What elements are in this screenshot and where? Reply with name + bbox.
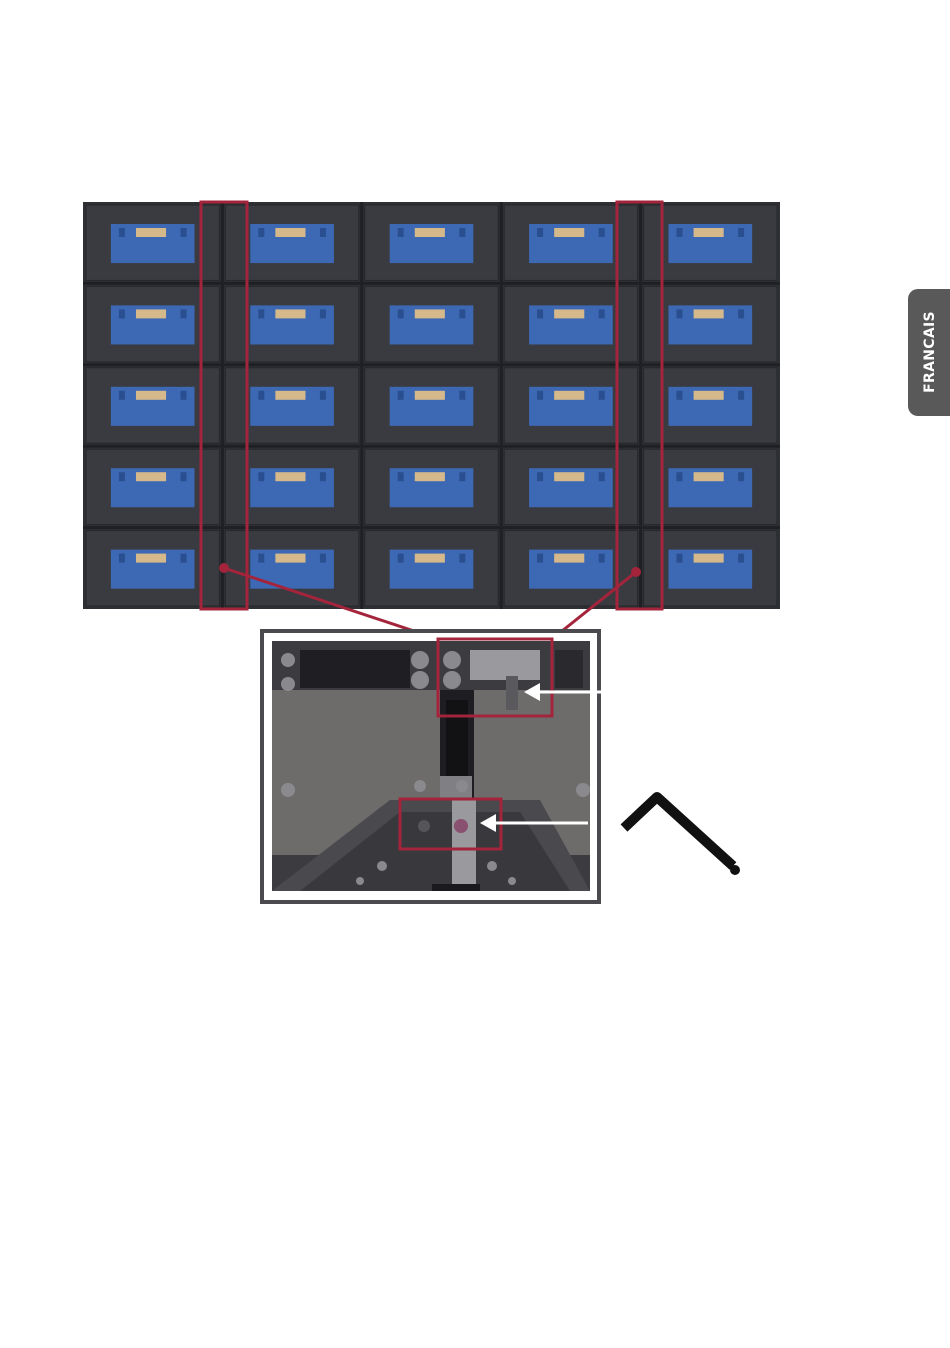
module-connector: [694, 472, 724, 481]
module-latch: [738, 391, 744, 400]
module-latch: [181, 309, 187, 318]
module-connector: [136, 309, 166, 318]
module-connector: [415, 228, 445, 237]
module-connector: [136, 472, 166, 481]
module-connector: [694, 554, 724, 563]
module-connector: [694, 228, 724, 237]
module-connector: [415, 554, 445, 563]
module-latch: [119, 309, 125, 318]
module-latch: [738, 554, 744, 563]
module-latch: [676, 228, 682, 237]
module-latch: [676, 554, 682, 563]
module-latch: [119, 554, 125, 563]
module-latch: [459, 309, 465, 318]
module-latch: [537, 228, 543, 237]
module-connector: [554, 472, 584, 481]
module-latch: [258, 228, 264, 237]
module-latch: [537, 309, 543, 318]
module-latch: [738, 472, 744, 481]
module-latch: [459, 472, 465, 481]
module-connector: [136, 554, 166, 563]
hex-key-icon: [624, 797, 740, 875]
module-connector: [554, 391, 584, 400]
module-latch: [258, 472, 264, 481]
module-connector: [275, 472, 305, 481]
module-latch: [119, 391, 125, 400]
module-latch: [181, 391, 187, 400]
module-latch: [320, 391, 326, 400]
module-latch: [459, 391, 465, 400]
module-latch: [181, 554, 187, 563]
module-latch: [258, 391, 264, 400]
module-latch: [320, 228, 326, 237]
module-latch: [459, 228, 465, 237]
module-latch: [537, 554, 543, 563]
module-latch: [738, 228, 744, 237]
module-connector: [415, 391, 445, 400]
module-latch: [119, 472, 125, 481]
module-latch: [676, 391, 682, 400]
module-latch: [599, 472, 605, 481]
module-connector: [415, 309, 445, 318]
module-connector: [136, 228, 166, 237]
module-latch: [181, 228, 187, 237]
module-latch: [398, 228, 404, 237]
module-connector: [275, 228, 305, 237]
module-connector: [275, 554, 305, 563]
module-latch: [738, 309, 744, 318]
module-connector: [694, 309, 724, 318]
module-latch: [599, 391, 605, 400]
module-connector: [694, 391, 724, 400]
module-latch: [320, 472, 326, 481]
module-latch: [398, 391, 404, 400]
module-latch: [258, 309, 264, 318]
module-latch: [599, 309, 605, 318]
module-latch: [398, 472, 404, 481]
module-latch: [181, 472, 187, 481]
module-latch: [320, 554, 326, 563]
module-connector: [554, 309, 584, 318]
module-latch: [258, 554, 264, 563]
module-latch: [676, 309, 682, 318]
module-connector: [554, 228, 584, 237]
module-latch: [599, 554, 605, 563]
module-latch: [398, 554, 404, 563]
module-latch: [459, 554, 465, 563]
module-latch: [676, 472, 682, 481]
led-wall-back-view: [83, 202, 780, 609]
module-latch: [398, 309, 404, 318]
module-connector: [136, 391, 166, 400]
module-latch: [119, 228, 125, 237]
module-latch: [599, 228, 605, 237]
module-latch: [320, 309, 326, 318]
module-connector: [275, 391, 305, 400]
module-connector: [554, 554, 584, 563]
detail-inset: [262, 631, 601, 902]
module-latch: [537, 472, 543, 481]
module-latch: [537, 391, 543, 400]
module-connector: [415, 472, 445, 481]
module-connector: [275, 309, 305, 318]
